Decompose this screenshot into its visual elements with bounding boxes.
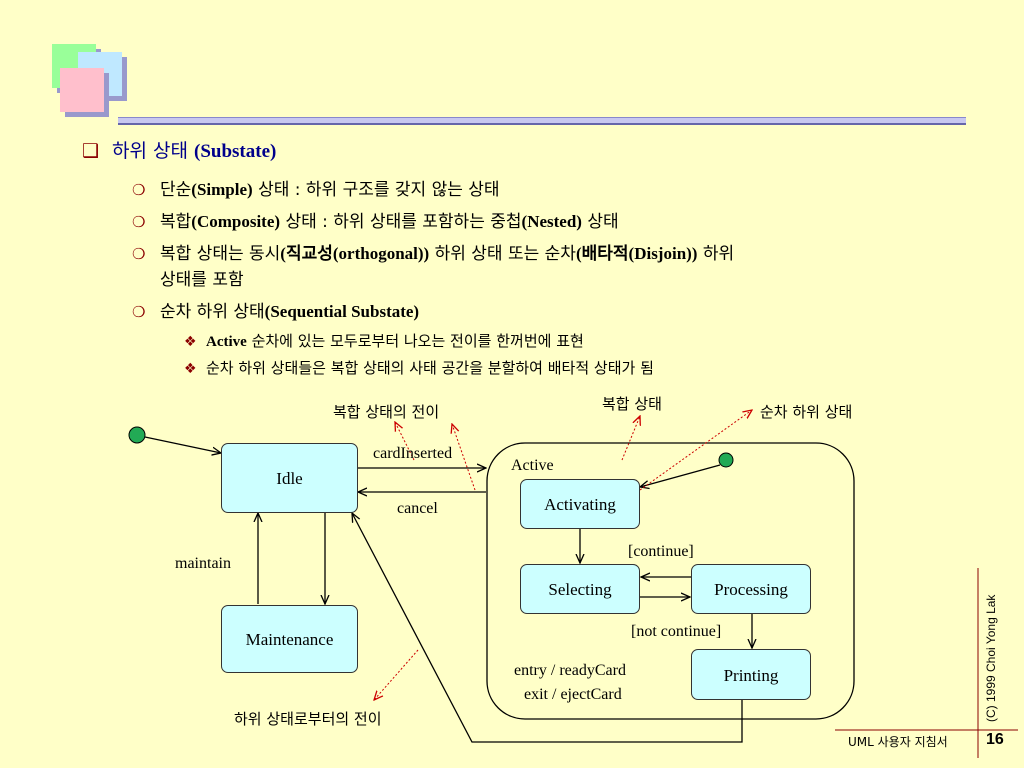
composite-state-active xyxy=(486,442,855,720)
circle-bullet-icon: ❍ xyxy=(132,245,146,263)
callout-composite-state: 복합 상태 xyxy=(602,395,662,413)
page-number: 16 xyxy=(986,731,1004,748)
callout-line-2 xyxy=(452,424,476,491)
square-bullet-icon: ❑ xyxy=(82,140,100,162)
copyright-text: (C) 1999 Choi Yong Lak xyxy=(984,594,998,722)
label-maintain: maintain xyxy=(175,555,231,572)
state-printing: Printing xyxy=(691,649,811,700)
callout-line-1 xyxy=(395,422,415,461)
bullet-simple: ❍단순(Simple) 상태 : 하위 구조를 갖지 않는 상태 xyxy=(132,180,500,200)
callout-line-4 xyxy=(639,410,752,491)
callout-from-substate: 하위 상태로부터의 전이 xyxy=(234,710,382,728)
subbullet-exclusive: ❖순차 하위 상태들은 복합 상태의 사태 공간을 분할하여 배타적 상태가 됨 xyxy=(184,359,654,377)
state-maintenance: Maintenance xyxy=(221,605,358,673)
logo-square-pink xyxy=(60,68,104,112)
state-idle: Idle xyxy=(221,443,358,513)
header-rule xyxy=(118,117,966,125)
label-not-continue: [not continue] xyxy=(631,623,722,640)
composite-exit-action: exit / ejectCard xyxy=(524,686,622,703)
callout-composite-transition: 복합 상태의 전이 xyxy=(333,403,440,421)
bullet-orthogonal-line2: 상태를 포함 xyxy=(160,270,244,290)
initial-state-outer xyxy=(128,426,146,444)
transition-initial-idle xyxy=(144,436,221,453)
composite-entry-action: entry / readyCard xyxy=(514,662,626,679)
label-continue: [continue] xyxy=(628,543,694,560)
transition-inner-initial xyxy=(640,464,721,487)
callout-line-3 xyxy=(621,416,640,461)
composite-label: Active xyxy=(511,457,554,474)
circle-bullet-icon: ❍ xyxy=(132,213,146,231)
label-card-inserted: cardInserted xyxy=(373,445,453,462)
state-processing: Processing xyxy=(691,564,811,614)
bullet-orthogonal: ❍복합 상태는 동시(직교성(orthogonal)) 하위 상태 또는 순차(… xyxy=(132,244,735,264)
transition-printing-idle xyxy=(352,513,743,743)
state-selecting: Selecting xyxy=(520,564,640,614)
label-cancel: cancel xyxy=(397,500,438,517)
callout-line-5 xyxy=(374,649,419,700)
subbullet-active: ❖Active 순차에 있는 모두로부터 나오는 전이를 한꺼번에 표현 xyxy=(184,332,584,350)
slide-title: ❑하위 상태 (Substate) xyxy=(82,140,277,162)
circle-bullet-icon: ❍ xyxy=(132,303,146,321)
bullet-composite: ❍복합(Composite) 상태 : 하위 상태를 포함하는 중첩(Neste… xyxy=(132,212,619,232)
diamond-bullet-icon: ❖ xyxy=(184,361,197,377)
footer-book-title: UML 사용자 지침서 xyxy=(848,735,948,749)
bullet-sequential: ❍순차 하위 상태(Sequential Substate) xyxy=(132,302,420,322)
initial-state-inner xyxy=(718,452,734,468)
diamond-bullet-icon: ❖ xyxy=(184,334,197,350)
circle-bullet-icon: ❍ xyxy=(132,181,146,199)
state-activating: Activating xyxy=(520,479,640,529)
callout-sequential-substate: 순차 하위 상태 xyxy=(760,403,853,421)
